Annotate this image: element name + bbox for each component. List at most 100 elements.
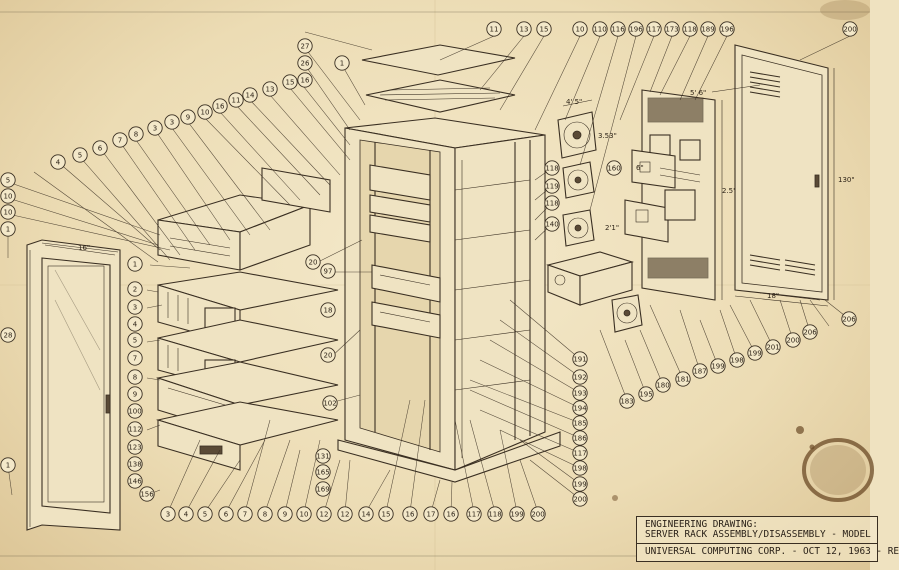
callout-number: 199 — [510, 511, 523, 519]
callout-bubble: 27 — [297, 38, 313, 54]
callout-circle — [0, 188, 16, 204]
callout-bubble: 97 — [320, 263, 336, 279]
callout-bubble: 194 — [572, 400, 588, 416]
callout-bubble: 117 — [572, 445, 588, 461]
callout-circle — [802, 324, 818, 340]
callout-circle — [572, 491, 588, 507]
callout-number: 4 — [56, 159, 61, 167]
callout-circle — [127, 421, 143, 437]
callout-number: 187 — [693, 368, 706, 376]
callout-number: 28 — [4, 332, 13, 340]
callout-circle — [127, 350, 143, 366]
callout-number: 2 — [133, 286, 137, 294]
callout-number: 18 — [324, 307, 333, 315]
callout-bubble: 9 — [180, 109, 196, 125]
callout-bubble: 8 — [127, 369, 143, 385]
callout-bubble: 160 — [606, 160, 622, 176]
callout-circle — [544, 178, 560, 194]
callout-circle — [257, 506, 273, 522]
callout-bubble: 20 — [320, 347, 336, 363]
callout-number: 97 — [324, 268, 333, 276]
callout-bubble: 5 — [72, 147, 88, 163]
callout-circle — [509, 506, 525, 522]
callout-number: 195 — [639, 391, 652, 399]
callout-number: 7 — [118, 137, 122, 145]
callout-bubble: 156 — [139, 486, 155, 502]
callout-circle — [466, 506, 482, 522]
callout-bubble: 8 — [257, 506, 273, 522]
callout-circle — [218, 506, 234, 522]
callout-circle — [315, 481, 331, 497]
callout-circle — [315, 464, 331, 480]
callout-bubble: 187 — [692, 363, 708, 379]
callout-bubble: 181 — [675, 371, 691, 387]
callout-bubble: 198 — [729, 352, 745, 368]
callout-bubble: 199 — [509, 506, 525, 522]
callout-number: 191 — [573, 356, 586, 364]
callout-circle — [572, 385, 588, 401]
callout-number: 201 — [766, 344, 779, 352]
callout-number: 16 — [447, 511, 456, 519]
callout-circle — [305, 254, 321, 270]
callout-circle — [127, 281, 143, 297]
callout-circle — [127, 473, 143, 489]
callout-bubble: 206 — [802, 324, 818, 340]
callout-number: 11 — [232, 97, 241, 105]
callout-number: 15 — [286, 79, 295, 87]
callout-bubble: 191 — [572, 351, 588, 367]
callout-bubble: 183 — [619, 393, 635, 409]
callout-circle — [297, 38, 313, 54]
dimension-lines — [44, 84, 821, 301]
callout-bubble: 16 — [402, 506, 418, 522]
callout-circle — [297, 55, 313, 71]
callout-bubble: 117 — [466, 506, 482, 522]
callout-number: 110 — [593, 26, 606, 34]
callout-number: 206 — [842, 316, 856, 324]
callout-bubble: 11 — [228, 92, 244, 108]
callout-number: 119 — [545, 183, 558, 191]
callout-circle — [197, 104, 213, 120]
dimension-back-height: 2.5' — [722, 187, 735, 195]
dimension-side-width: 18" — [767, 292, 779, 300]
callout-bubble: 11 — [486, 21, 502, 37]
callout-circle — [572, 21, 588, 37]
callout-circle — [160, 506, 176, 522]
callout-circle — [610, 21, 626, 37]
callout-number: 181 — [676, 376, 689, 384]
title-line-1: ENGINEERING DRAWING: — [645, 519, 758, 530]
callout-bubble: 165 — [315, 464, 331, 480]
dimension-board: 6" — [636, 164, 644, 172]
callout-bubble: 5 — [127, 332, 143, 348]
callout-number: 1 — [133, 261, 137, 269]
callout-number: 15 — [540, 26, 549, 34]
callout-bubble: 1 — [127, 256, 143, 272]
callout-number: 8 — [134, 131, 138, 139]
callout-circle — [178, 506, 194, 522]
callout-number: 118 — [683, 26, 696, 34]
callout-bubble: 116 — [610, 21, 626, 37]
callout-bubble: 10 — [296, 506, 312, 522]
callout-bubble: 138 — [127, 456, 143, 472]
callout-bubble: 118 — [544, 195, 560, 211]
callout-circle — [0, 204, 16, 220]
callout-number: 112 — [128, 426, 141, 434]
callout-number: 200 — [843, 26, 856, 34]
callout-number: 131 — [316, 453, 329, 461]
callout-number: 117 — [467, 511, 480, 519]
callout-number: 3 — [133, 304, 137, 312]
cooling-fan — [557, 111, 643, 333]
callout-number: 27 — [301, 43, 310, 51]
callout-circle — [572, 400, 588, 416]
callout-bubble: 13 — [262, 81, 278, 97]
callout-number: 102 — [323, 400, 336, 408]
callout-bubble: 5 — [0, 172, 16, 188]
callout-bubble: 3 — [164, 114, 180, 130]
power-supply — [546, 251, 634, 306]
callout-circle — [237, 506, 253, 522]
callout-bubble: 15 — [536, 21, 552, 37]
callout-circle — [92, 140, 108, 156]
callout-number: 138 — [128, 461, 141, 469]
callout-bubble: 192 — [572, 369, 588, 385]
callout-number: 4 — [133, 321, 138, 329]
